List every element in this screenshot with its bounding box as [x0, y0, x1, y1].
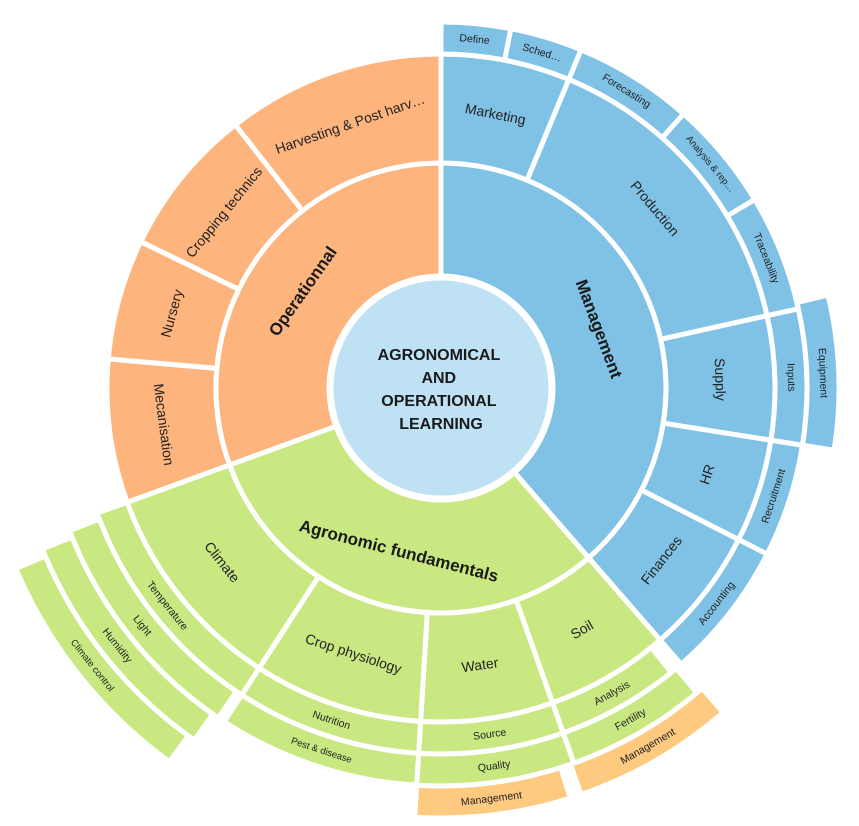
center-title-line: AGRONOMICAL — [378, 347, 501, 364]
label-hr: HR — [696, 462, 717, 486]
center-title: AGRONOMICAL AND OPERATIONAL LEARNING — [378, 347, 505, 433]
segment-management[interactable] — [412, 765, 573, 821]
center-title-line: OPERATIONAL — [381, 393, 496, 410]
label-supply: Supply — [712, 358, 729, 401]
label-equipment: Equipment — [816, 348, 830, 399]
label-quality: Quality — [477, 758, 512, 775]
segment-pest-disease[interactable] — [221, 692, 422, 788]
label-inputs: Inputs — [784, 363, 797, 392]
label-source: Source — [472, 726, 507, 743]
segment-harvesting-post-harv[interactable] — [232, 51, 444, 214]
label-define: Define — [459, 32, 491, 47]
center-title-line: AND — [421, 370, 456, 387]
segment-climate-control[interactable] — [13, 553, 191, 765]
segments-layer — [13, 19, 842, 821]
center-title-line: LEARNING — [399, 416, 483, 433]
label-water: Water — [461, 654, 500, 675]
center-circle[interactable] — [328, 275, 554, 501]
